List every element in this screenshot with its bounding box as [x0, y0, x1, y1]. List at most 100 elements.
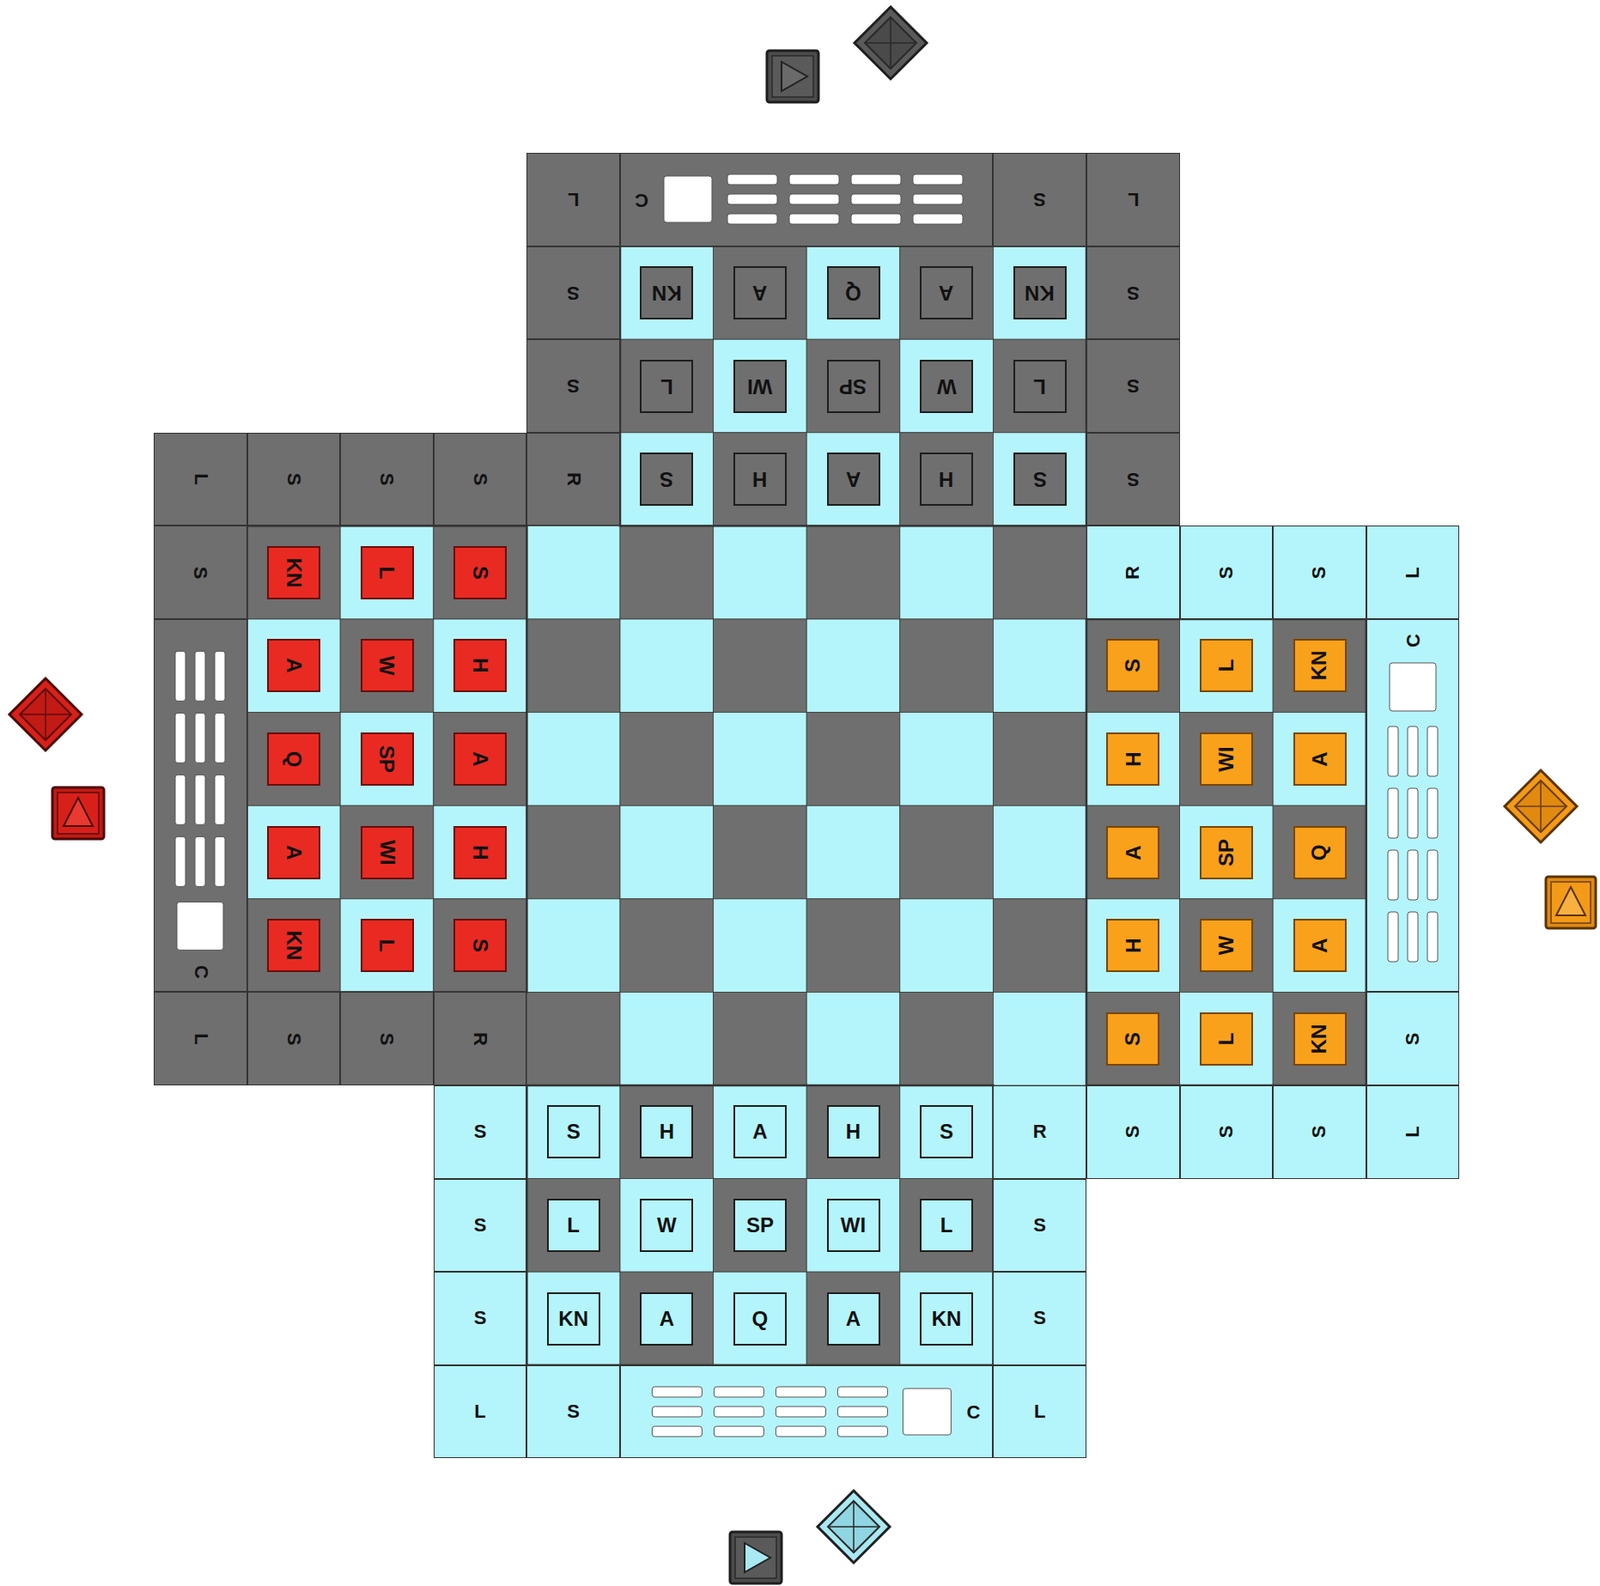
board-square — [620, 1179, 714, 1273]
piece-label: Q — [752, 1308, 769, 1330]
board-square — [992, 991, 1087, 1086]
board-square — [340, 525, 434, 620]
piece-label: W — [936, 376, 957, 397]
cell-label: C — [634, 190, 649, 210]
board-square — [713, 246, 808, 341]
logo-graphic — [1367, 620, 1461, 993]
logo-bar — [176, 901, 224, 950]
board-square — [900, 899, 994, 993]
game-piece: WI — [1199, 732, 1254, 786]
logo-bar — [194, 712, 206, 763]
piece-label: KN — [283, 930, 305, 962]
board-square — [340, 619, 434, 713]
frame-cell: L — [992, 1365, 1087, 1460]
logo-bar — [1387, 912, 1399, 962]
logo-bar — [214, 650, 226, 701]
cell-label: L — [1403, 566, 1423, 578]
piece-label: KN — [1024, 282, 1055, 304]
logo-bar — [789, 194, 840, 205]
grey-diamond-lines — [864, 17, 917, 69]
board-square — [713, 525, 808, 620]
board-square — [713, 899, 808, 993]
frame-cell: S — [526, 246, 621, 341]
board-square — [1180, 805, 1274, 900]
cell-label: L — [567, 189, 579, 209]
cell-label: C — [191, 965, 211, 980]
cell-label: R — [1123, 565, 1143, 580]
game-piece: H — [639, 1105, 694, 1159]
logo-bar — [837, 1406, 888, 1418]
board-square — [900, 991, 994, 1086]
piece-label: KN — [931, 1308, 962, 1330]
frame-cell: S — [526, 339, 621, 433]
board-square — [247, 712, 341, 807]
game-piece: A — [827, 1292, 881, 1346]
frame-cell: L — [1366, 525, 1461, 620]
logo-bar — [789, 174, 840, 185]
board-square — [806, 991, 901, 1086]
piece-label: S — [469, 565, 491, 580]
logo-bar — [727, 213, 778, 225]
piece-label: KN — [558, 1308, 589, 1330]
board-square — [806, 246, 901, 341]
logo-bar — [1427, 788, 1438, 839]
frame-cell: S — [526, 1365, 621, 1460]
game-piece: S — [547, 1105, 601, 1159]
start-zone-outline — [247, 525, 528, 992]
board-square — [992, 619, 1087, 713]
cell-label: C — [966, 1403, 980, 1423]
logo-bar — [214, 774, 226, 825]
board-square — [713, 432, 808, 527]
game-piece: A — [733, 1105, 787, 1159]
cell-label: R — [1033, 1122, 1047, 1142]
piece-label: SP — [376, 745, 397, 773]
frame-cell: R — [992, 1085, 1087, 1180]
frame-cell: S — [992, 152, 1087, 247]
logo-bar — [1427, 850, 1438, 901]
frame-cell: R — [433, 991, 528, 1086]
cell-label: S — [474, 1308, 487, 1328]
piece-label: L — [1216, 659, 1237, 673]
board-square — [620, 339, 714, 433]
cell-label: S — [1126, 469, 1140, 489]
cell-label: S — [284, 1032, 304, 1046]
logo-strip: C — [153, 619, 248, 992]
game-piece: S — [639, 452, 694, 506]
game-piece: L — [1199, 638, 1254, 693]
piece-label: L — [376, 565, 397, 579]
cell-label: S — [284, 473, 304, 487]
piece-label: L — [376, 939, 397, 953]
cell-label: C — [1404, 633, 1424, 648]
board-square — [806, 1271, 901, 1366]
board-square — [713, 1179, 808, 1273]
piece-label: A — [1309, 751, 1331, 767]
board-square — [713, 805, 808, 900]
cell-label: L — [190, 473, 210, 485]
board-square — [340, 899, 434, 993]
piece-label: H — [469, 845, 491, 860]
piece-label: S — [469, 938, 491, 953]
game-piece: S — [1013, 452, 1067, 506]
frame-cell: S — [340, 991, 434, 1086]
piece-label: SP — [839, 376, 867, 397]
logo-strip: C — [1366, 619, 1461, 992]
logo-graphic — [620, 1366, 994, 1461]
board-square — [900, 1179, 994, 1273]
board-square — [1272, 805, 1367, 900]
game-piece: L — [360, 918, 414, 973]
game-piece: KN — [919, 1292, 974, 1346]
board-square — [992, 712, 1087, 807]
board-square — [620, 432, 714, 527]
orange-die — [1545, 876, 1596, 929]
blue-diamond — [817, 1490, 890, 1564]
piece-label: KN — [283, 557, 305, 588]
board-square — [806, 899, 901, 993]
frame-cell: S — [153, 525, 248, 620]
board-square — [526, 991, 621, 1086]
game-piece: A — [1106, 826, 1160, 880]
frame-cell: S — [247, 991, 341, 1086]
frame-cell: S — [433, 1085, 528, 1180]
board-square — [992, 339, 1087, 433]
board-square — [1086, 805, 1181, 900]
board-square — [1086, 619, 1181, 713]
